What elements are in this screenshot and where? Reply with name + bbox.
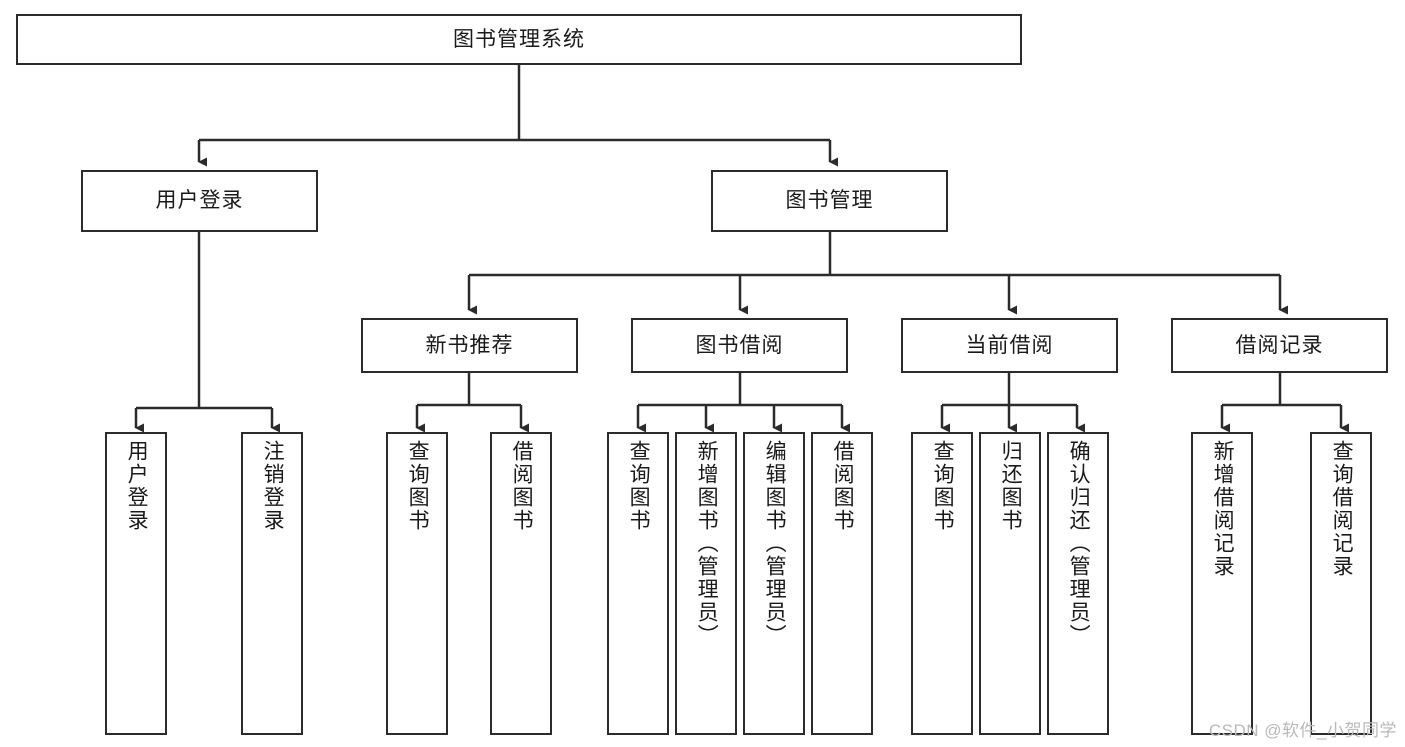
leaf-book-borrow-query-book[interactable]: 查询图书 (607, 432, 669, 735)
leaf-book-borrow-add-book-admin[interactable]: 新增图书（管理员） (675, 432, 737, 735)
leaf-borrow-record-add-record[interactable]: 新增借阅记录 (1191, 432, 1253, 735)
node-label: 图书管理 (785, 189, 874, 213)
leaf-book-borrow-borrow-book[interactable]: 借阅图书 (811, 432, 873, 735)
node-label: 归还图书 (999, 440, 1023, 532)
node-book-borrow[interactable]: 图书借阅 (631, 318, 848, 373)
node-label: 注销登录 (261, 440, 285, 532)
node-label: 新书推荐 (425, 333, 514, 357)
node-label: 借阅图书 (510, 440, 534, 532)
node-book-management[interactable]: 图书管理 (711, 170, 948, 232)
node-label: 编辑图书（管理员） (763, 440, 787, 647)
leaf-borrow-record-query-record[interactable]: 查询借阅记录 (1310, 432, 1372, 735)
watermark-text: CSDN @软件_小贺同学 (1208, 721, 1397, 740)
node-label: 图书借阅 (695, 333, 784, 357)
node-label: 图书管理系统 (453, 27, 585, 51)
node-root-book-management-system[interactable]: 图书管理系统 (16, 14, 1022, 65)
leaf-user-login-logout[interactable]: 注销登录 (241, 432, 303, 735)
node-label: 新增图书（管理员） (695, 440, 719, 647)
leaf-book-borrow-edit-book-admin[interactable]: 编辑图书（管理员） (743, 432, 805, 735)
node-label: 查询借阅记录 (1330, 440, 1354, 578)
node-current-borrow[interactable]: 当前借阅 (901, 318, 1118, 373)
node-user-login[interactable]: 用户登录 (81, 170, 318, 232)
leaf-current-borrow-query-book[interactable]: 查询图书 (911, 432, 973, 735)
leaf-new-book-query-book[interactable]: 查询图书 (386, 432, 448, 735)
leaf-current-borrow-confirm-return-admin[interactable]: 确认归还（管理员） (1047, 432, 1109, 735)
node-label: 当前借阅 (965, 333, 1054, 357)
leaf-user-login-login[interactable]: 用户登录 (105, 432, 167, 735)
node-label: 借阅图书 (831, 440, 855, 532)
node-borrow-record[interactable]: 借阅记录 (1171, 318, 1388, 373)
leaf-current-borrow-return-book[interactable]: 归还图书 (979, 432, 1041, 735)
node-new-book-recommend[interactable]: 新书推荐 (361, 318, 578, 373)
node-label: 查询图书 (931, 440, 955, 532)
leaf-new-book-borrow-book[interactable]: 借阅图书 (490, 432, 552, 735)
node-label: 查询图书 (627, 440, 651, 532)
node-label: 用户登录 (155, 189, 244, 213)
node-label: 查询图书 (406, 440, 430, 532)
node-label: 新增借阅记录 (1211, 440, 1235, 578)
node-label: 用户登录 (125, 440, 149, 532)
node-label: 借阅记录 (1235, 333, 1324, 357)
node-label: 确认归还（管理员） (1067, 440, 1091, 647)
